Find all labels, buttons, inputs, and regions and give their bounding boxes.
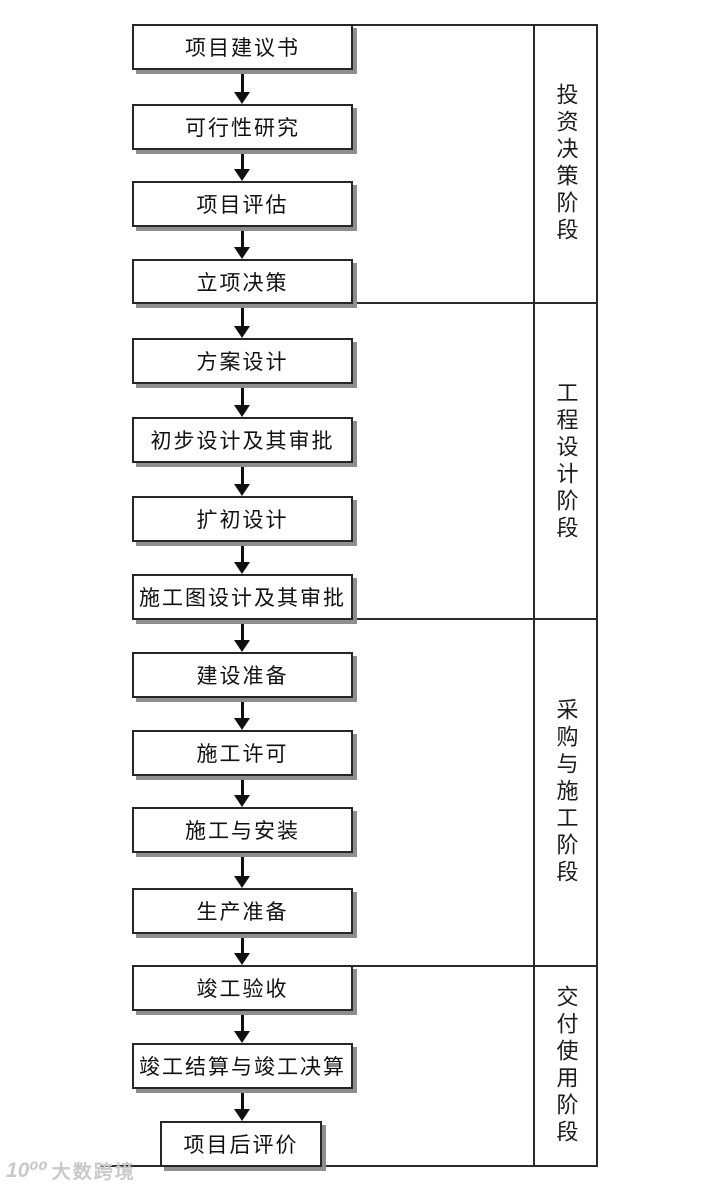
arrow-stem xyxy=(241,463,244,484)
flow-arrow-4 xyxy=(234,304,251,338)
arrow-stem xyxy=(241,304,244,326)
flow-step-label: 项目后评价 xyxy=(183,1133,299,1157)
phase-cell-investment-decision: 投资决策阶段 xyxy=(533,24,598,304)
flow-arrow-5 xyxy=(234,384,251,417)
flow-step-post-evaluation: 项目后评价 xyxy=(160,1121,322,1167)
flow-step-label: 生产准备 xyxy=(196,900,289,924)
flow-step-construction-drawings: 施工图设计及其审批 xyxy=(132,574,353,620)
arrow-down-icon xyxy=(234,169,250,181)
phase-cell-delivery-use: 交付使用阶段 xyxy=(533,965,598,1167)
flow-step-label: 竣工验收 xyxy=(196,977,289,1001)
phase-label: 工程设计阶段 xyxy=(553,381,579,543)
flow-step-label: 项目评估 xyxy=(196,193,289,217)
watermark-text: 大数跨境 xyxy=(51,1162,136,1183)
arrow-stem xyxy=(241,1011,244,1031)
arrow-down-icon xyxy=(234,1109,250,1121)
arrow-stem xyxy=(241,227,244,247)
arrow-stem xyxy=(241,934,244,953)
phase-label: 投资决策阶段 xyxy=(553,83,579,245)
arrow-stem xyxy=(241,384,244,405)
flow-step-construction-install: 施工与安装 xyxy=(132,807,353,853)
arrow-stem xyxy=(241,70,244,92)
flow-step-label: 立项决策 xyxy=(196,270,289,295)
phase-column xyxy=(533,24,598,1167)
flow-step-label: 施工图设计及其审批 xyxy=(139,586,346,610)
flow-step-label: 扩初设计 xyxy=(196,508,289,532)
arrow-stem xyxy=(241,542,244,562)
arrow-down-icon xyxy=(234,640,250,652)
phase-cell-engineering-design: 工程设计阶段 xyxy=(533,304,598,620)
flow-arrow-9 xyxy=(234,698,251,730)
arrow-down-icon xyxy=(234,718,250,730)
flow-step-completion-acceptance: 竣工验收 xyxy=(132,965,353,1011)
flow-step-label: 初步设计及其审批 xyxy=(150,429,335,453)
flow-arrow-3 xyxy=(234,227,251,259)
flow-step-label: 项目建议书 xyxy=(185,36,300,60)
flow-arrow-11 xyxy=(234,853,251,888)
flow-arrow-1 xyxy=(234,70,251,104)
arrow-down-icon xyxy=(234,326,250,338)
flow-step-approval-decision: 立项决策 xyxy=(132,259,353,304)
flow-step-label: 施工与安装 xyxy=(185,819,300,843)
phase-label: 交付使用阶段 xyxy=(553,985,579,1147)
flow-arrow-12 xyxy=(234,934,251,965)
flow-step-project-evaluation: 项目评估 xyxy=(132,181,353,227)
watermark: 10⁰⁰ 大数跨境 xyxy=(6,1157,136,1184)
flow-step-completion-settlement: 竣工结算与竣工决算 xyxy=(132,1043,353,1089)
flow-arrow-8 xyxy=(234,620,251,652)
arrow-stem xyxy=(241,698,244,718)
phase-cell-procurement-construction: 采购与施工阶段 xyxy=(533,620,598,965)
flow-step-production-prep: 生产准备 xyxy=(132,888,353,934)
flow-arrow-6 xyxy=(234,463,251,496)
flow-step-label: 施工许可 xyxy=(196,742,289,766)
flow-arrow-14 xyxy=(234,1089,251,1121)
flow-step-feasibility-study: 可行性研究 xyxy=(132,104,353,150)
flow-arrow-10 xyxy=(234,776,251,807)
flow-arrow-7 xyxy=(234,542,251,574)
flow-step-construction-prep: 建设准备 xyxy=(132,652,353,698)
arrow-down-icon xyxy=(234,92,250,104)
arrow-down-icon xyxy=(234,876,250,888)
flow-step-label: 建设准备 xyxy=(196,664,289,688)
phase-label: 采购与施工阶段 xyxy=(553,698,579,887)
arrow-down-icon xyxy=(234,247,250,259)
flow-step-label: 竣工结算与竣工决算 xyxy=(139,1055,346,1079)
flow-step-preliminary-design: 初步设计及其审批 xyxy=(132,417,353,463)
arrow-down-icon xyxy=(234,953,250,965)
flow-step-construction-permit: 施工许可 xyxy=(132,730,353,776)
arrow-stem xyxy=(241,1089,244,1109)
arrow-stem xyxy=(241,853,244,876)
flow-step-project-proposal: 项目建议书 xyxy=(132,24,353,70)
flow-step-scheme-design: 方案设计 xyxy=(132,338,353,384)
flow-arrow-2 xyxy=(234,150,251,181)
arrow-down-icon xyxy=(234,795,250,807)
phase-divider-1 xyxy=(353,302,598,304)
arrow-stem xyxy=(241,620,244,640)
phase-divider-3 xyxy=(353,965,598,967)
arrow-down-icon xyxy=(234,1031,250,1043)
arrow-down-icon xyxy=(234,562,250,574)
flow-step-label: 方案设计 xyxy=(196,350,289,374)
arrow-down-icon xyxy=(234,484,250,496)
flow-step-label: 可行性研究 xyxy=(185,116,300,140)
watermark-logo-icon: 10⁰⁰ xyxy=(6,1159,48,1182)
arrow-stem xyxy=(241,776,244,795)
arrow-down-icon xyxy=(234,405,250,417)
phase-divider-2 xyxy=(353,618,598,620)
phase-divider-bottom xyxy=(100,1165,598,1167)
flow-step-expanded-design: 扩初设计 xyxy=(132,496,353,542)
arrow-stem xyxy=(241,150,244,169)
flow-arrow-13 xyxy=(234,1011,251,1043)
phase-divider-top xyxy=(353,24,598,26)
